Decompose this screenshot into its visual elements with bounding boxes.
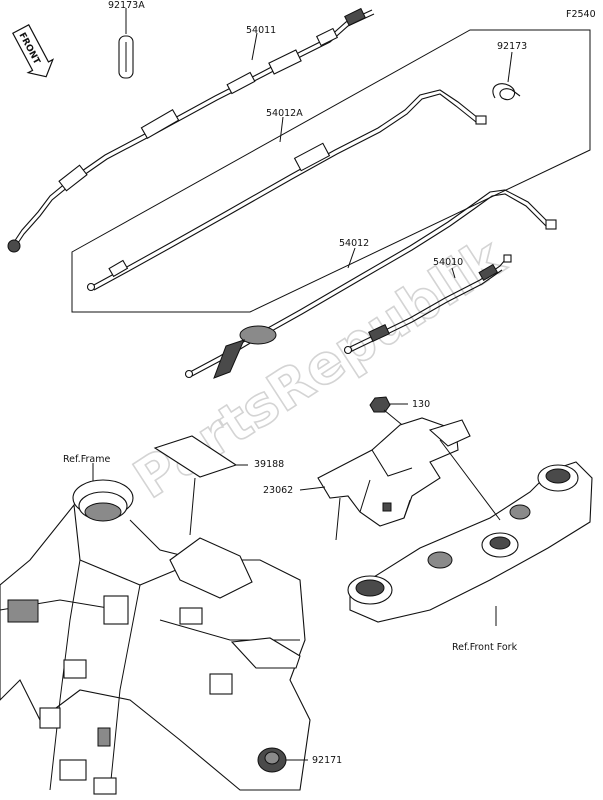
front-arrow-icon: FRONT <box>12 24 55 78</box>
label-39188: 39188 <box>254 459 284 470</box>
cable-54012 <box>184 189 557 379</box>
label-54012a: 54012A <box>266 108 303 119</box>
label-92173: 92173 <box>497 41 527 52</box>
label-92173a: 92173A <box>108 0 145 11</box>
clip-92173 <box>492 51 521 101</box>
clip-92173a <box>118 8 134 79</box>
label-sticker-39188 <box>153 435 248 536</box>
cable-54012a <box>86 89 487 292</box>
bracket-23062 <box>299 417 471 541</box>
watermark: PartsRepublik <box>123 225 516 510</box>
label-92171: 92171 <box>312 755 342 766</box>
cable-group-frame <box>71 29 591 313</box>
label-ref-frame: Ref.Frame <box>63 454 110 465</box>
bolt-130 <box>369 396 419 439</box>
label-130: 130 <box>412 399 430 410</box>
frame <box>0 463 311 795</box>
label-54011: 54011 <box>246 25 276 36</box>
label-23062: 23062 <box>263 485 293 496</box>
cable-54010 <box>343 254 512 355</box>
grommet-92171 <box>257 747 308 773</box>
label-54012: 54012 <box>339 238 369 249</box>
diagram-code: F2540 <box>566 9 596 20</box>
label-54010: 54010 <box>433 257 463 268</box>
cable-54011 <box>7 7 375 253</box>
front-fork-bracket <box>347 439 593 626</box>
label-ref-front-fork: Ref.Front Fork <box>452 642 518 653</box>
